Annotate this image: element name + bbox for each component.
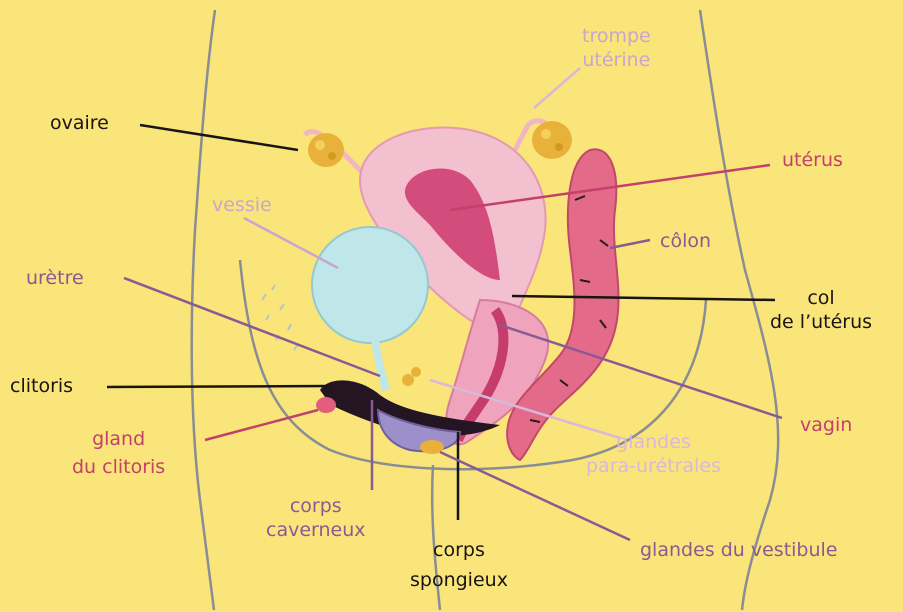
leader-clitoris [107,386,330,387]
label-gland-line1: gland [72,425,165,453]
label-caverneux-line2: caverneux [266,518,366,542]
label-spongieux-line1: corps [410,535,508,565]
label-uretre: urètre [26,266,84,290]
leader-gland [205,410,318,440]
label-corps-spongieux: corps spongieux [410,535,508,595]
hair-strokes [262,285,298,350]
label-gland-line2: du clitoris [72,453,165,481]
label-trompe-uterine: trompe utérine [582,24,651,72]
leader-vessie [244,218,338,268]
label-corps-caverneux: corps caverneux [266,494,366,542]
label-caverneux-line1: corps [266,494,366,518]
label-spongieux-line2: spongieux [410,565,508,595]
label-glandes-vestibule: glandes du vestibule [640,538,838,562]
label-vessie: vessie [212,193,272,217]
urethra-shape [375,340,386,390]
leader-trompe [534,68,580,108]
label-glandes-para-uretrales: glandes para-urétrales [586,430,721,478]
label-trompe-line1: trompe [582,24,651,48]
label-clitoris: clitoris [10,374,73,398]
leader-col [512,296,775,300]
label-col-line1: col [770,286,872,310]
bladder-shape [312,227,428,343]
ovary-right-icon [532,121,572,159]
para-urethral-glands-icon [402,367,421,386]
label-gland-clitoris: gland du clitoris [72,425,165,481]
label-para-line2: para-urétrales [586,454,721,478]
label-vagin: vagin [800,413,852,437]
label-colon: côlon [660,229,711,253]
leader-ovaire [140,125,298,150]
label-uterus: utérus [782,148,843,172]
label-ovaire: ovaire [50,111,109,135]
ovary-left-icon [308,133,344,167]
clitoris-glans-icon [316,397,336,413]
label-para-line1: glandes [586,430,721,454]
label-trompe-line2: utérine [582,48,651,72]
label-col-uterus: col de l’utérus [770,286,872,334]
label-col-line2: de l’utérus [770,310,872,334]
leader-colon [610,240,650,248]
